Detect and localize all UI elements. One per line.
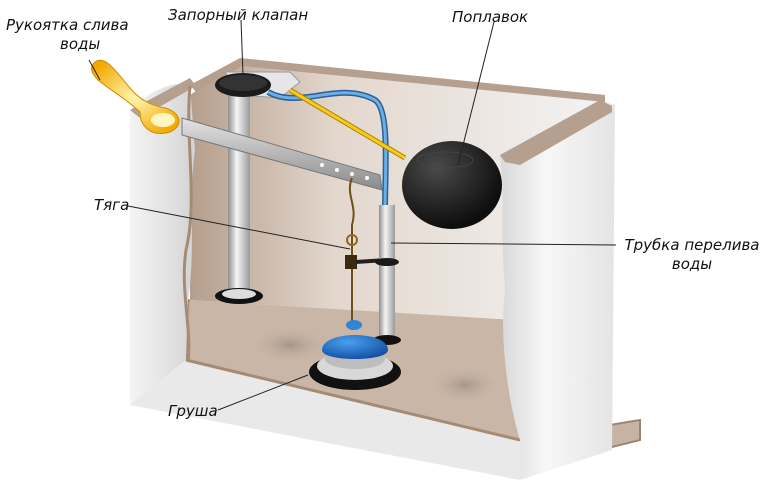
flush-lever (181, 117, 383, 191)
label-handle-line1: Рукоятка слива (6, 16, 129, 34)
lift-rod (348, 177, 355, 330)
tank-back-wall (190, 60, 605, 320)
tank-right-wall (500, 100, 615, 480)
flapper-bulb (322, 335, 388, 359)
label-rod: Тяга (94, 196, 130, 214)
label-overflow-tube: Трубка перелива воды (612, 236, 770, 274)
label-handle-line2: воды (60, 35, 101, 53)
float-arm (289, 88, 406, 160)
label-handle: Рукоятка слива воды (6, 16, 129, 54)
tank-rim (190, 58, 605, 102)
overflow-tube (379, 205, 395, 340)
label-overflow-line1: Трубка перелива (624, 236, 760, 254)
leader-lines (88, 19, 617, 411)
float-ball (402, 141, 502, 229)
tank-left-wall (130, 83, 195, 405)
label-shutoff-valve: Запорный клапан (168, 6, 309, 24)
label-overflow-line2: воды (671, 255, 713, 273)
label-flapper: Груша (168, 402, 218, 420)
label-float: Поплавок (452, 8, 529, 26)
supply-hose (267, 90, 388, 211)
inlet-pipe (228, 90, 250, 298)
